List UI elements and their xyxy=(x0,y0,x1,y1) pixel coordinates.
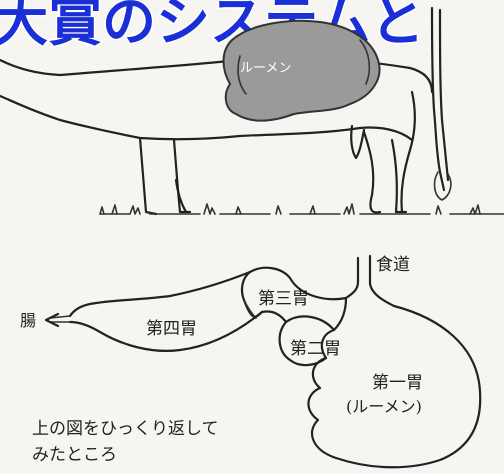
first-stomach-label: 第一胃 xyxy=(372,373,423,393)
esophagus-label: 食道 xyxy=(376,255,410,275)
stomach-diagram xyxy=(44,254,482,469)
fourth-stomach-label: 第四胃 xyxy=(146,319,197,339)
caption-line-1: 上の図をひっくり返して xyxy=(32,419,219,439)
grass-ground xyxy=(99,203,504,215)
banner-title: 大賞のシステムと xyxy=(0,0,424,53)
rumen-label: ルーメン xyxy=(240,61,291,76)
second-stomach-label: 第二胃 xyxy=(290,339,341,359)
caption-line-2: みたところ xyxy=(32,445,117,465)
intestine-label: 腸 xyxy=(20,311,36,330)
cow-rumen: ルーメン xyxy=(222,19,381,122)
third-stomach-label: 第三胃 xyxy=(258,289,309,309)
first-stomach-sublabel: (ルーメン) xyxy=(346,397,422,416)
